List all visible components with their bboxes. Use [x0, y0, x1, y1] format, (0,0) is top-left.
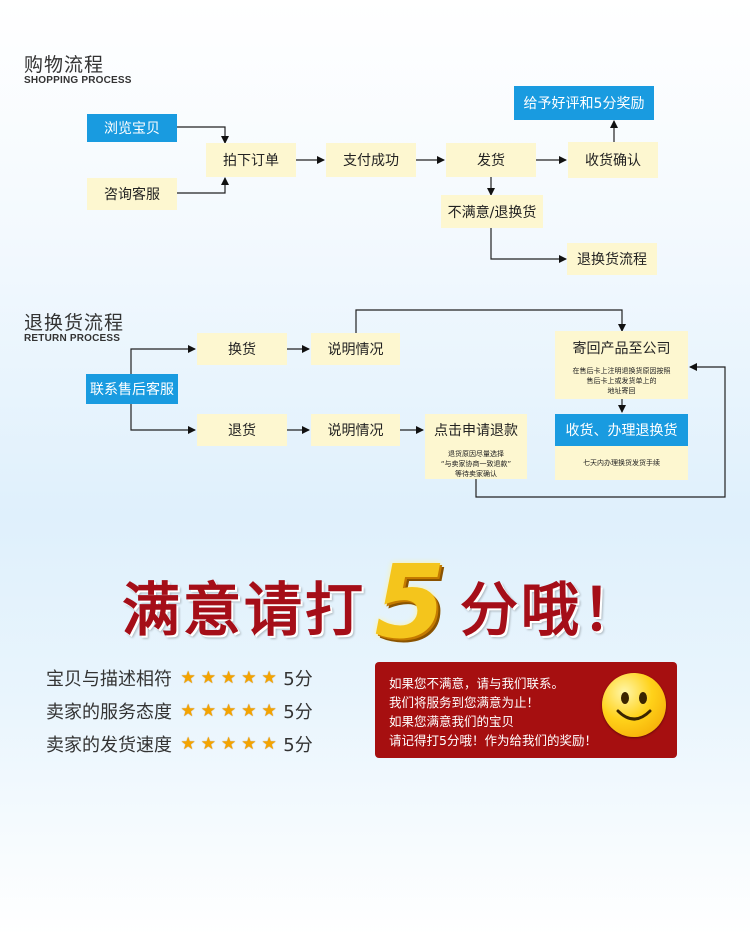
arrow-contact-to-exchange [130, 345, 196, 374]
send-note-line: 在售后卡上注明退换货原因按照 [572, 367, 671, 375]
star-icon: ★ [180, 701, 196, 721]
exchange-explain-box: 说明情况 [311, 333, 400, 365]
consult-box: 咨询客服 [87, 178, 177, 210]
message-line: 我们将服务到您满意为止！ [389, 695, 540, 710]
send-back-box: 寄回产品至公司 [572, 341, 671, 357]
rating-score: 5分 [283, 669, 313, 690]
star-icon: ★ [180, 668, 196, 688]
refund-explain-box: 说明情况 [311, 414, 400, 446]
send-note-line: 售后卡上或发货单上的 [586, 377, 657, 385]
star-icon: ★ [261, 701, 277, 721]
arrow-apply-to-sendback [475, 363, 726, 498]
arrow-unsatisfied-to-return [490, 228, 567, 263]
star-icon: ★ [180, 734, 196, 754]
receive-box: 收货、办理退换货 [555, 414, 688, 446]
star-icon: ★ [241, 701, 257, 721]
confirm-box: 收货确认 [568, 142, 658, 178]
message-line: 如果您满意我们的宝贝 [389, 714, 515, 729]
receive-note: 七天内办理换货发货手续 [583, 459, 660, 467]
star-icon: ★ [241, 734, 257, 754]
star-icon: ★ [241, 668, 257, 688]
message-line: 请记得打5分哦！作为给我们的奖励！ [389, 733, 597, 748]
exchange-box: 换货 [197, 333, 287, 365]
unsatisfied-box: 不满意/退换货 [441, 195, 543, 228]
rating-score: 5分 [283, 702, 313, 723]
order-box: 拍下订单 [206, 143, 296, 177]
message-line: 如果您不满意，请与我们联系。 [389, 676, 565, 691]
star-icon: ★ [221, 668, 237, 688]
apply-note-line: “与卖家协商一致退款” [440, 460, 512, 468]
send-back-panel [555, 331, 688, 399]
shopping-subtitle: SHOPPING PROCESS [24, 75, 132, 86]
apply-note-line: 等待卖家确认 [455, 470, 497, 478]
arrow-browse-to-order [177, 126, 229, 144]
rating-label: 宝贝与描述相符 [46, 669, 172, 690]
star-icon: ★ [261, 668, 277, 688]
send-note-line: 地址寄回 [607, 387, 636, 395]
rating-label: 卖家的服务态度 [46, 702, 172, 723]
return-flow-box: 退换货流程 [567, 243, 657, 275]
apply-note: 退货原因尽量选择 “与卖家协商一致退款” 等待卖家确认 [425, 449, 527, 479]
apply-note-line: 退货原因尽量选择 [448, 450, 504, 458]
rating-stars: ★★★★★ [178, 734, 279, 754]
banner-five: 5 [374, 543, 446, 662]
star-icon: ★ [261, 734, 277, 754]
star-icon: ★ [221, 701, 237, 721]
browse-box: 浏览宝贝 [87, 114, 177, 142]
receive-note-panel [555, 446, 688, 480]
rating-stars: ★★★★★ [178, 701, 279, 721]
paid-box: 支付成功 [326, 143, 416, 177]
banner-text-right: 分哦！ [460, 576, 644, 644]
rating-row: 卖家的服务态度 ★★★★★ 5分 [46, 697, 313, 725]
arrow-explain-to-sendback [355, 309, 626, 333]
star-icon: ★ [200, 668, 216, 688]
return-title: 退换货流程 [24, 312, 125, 334]
send-back-note: 在售后卡上注明退换货原因按照 售后卡上或发货单上的 地址寄回 [555, 366, 688, 396]
apply-panel [425, 414, 527, 479]
rating-row: 宝贝与描述相符 ★★★★★ 5分 [46, 664, 313, 692]
arrow-contact-to-refund [130, 404, 196, 434]
apply-box: 点击申请退款 [434, 423, 518, 439]
contact-box: 联系售后客服 [86, 374, 178, 404]
star-icon: ★ [200, 734, 216, 754]
refund-box: 退货 [197, 414, 287, 446]
smiley-icon [602, 673, 666, 737]
reward-box: 给予好评和5分奖励 [514, 86, 654, 120]
rating-label: 卖家的发货速度 [46, 735, 172, 756]
star-icon: ★ [221, 734, 237, 754]
return-subtitle: RETURN PROCESS [24, 333, 121, 344]
rating-stars: ★★★★★ [178, 668, 279, 688]
rating-score: 5分 [283, 735, 313, 756]
shopping-title: 购物流程 [24, 54, 105, 76]
ship-box: 发货 [446, 143, 536, 177]
star-icon: ★ [200, 701, 216, 721]
banner-text-left: 满意请打 [122, 576, 367, 644]
arrow-consult-to-order [177, 177, 229, 194]
rating-row: 卖家的发货速度 ★★★★★ 5分 [46, 730, 313, 758]
